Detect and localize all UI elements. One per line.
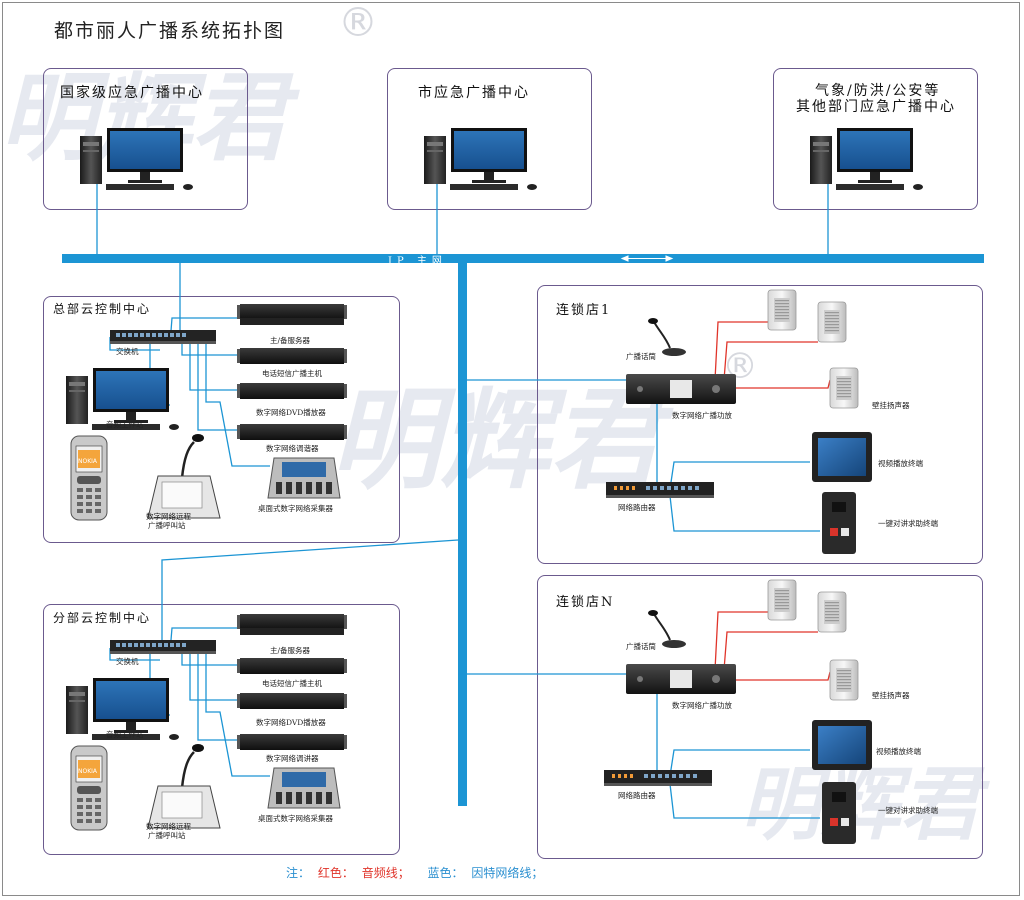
hq-paging-console-icon (146, 432, 222, 520)
legend-note: 注： 红色： 音频线； 蓝色： 因特网络线； (286, 864, 547, 881)
branch-phone-brand: NOKIA (78, 768, 98, 775)
store1-amp-label: 数字网络广播功放 (672, 411, 732, 420)
store1-speaker-label: 壁挂扬声器 (872, 401, 910, 410)
hq-tuner-icon (237, 424, 347, 440)
legend-red-label: 红色： (317, 866, 354, 880)
watermark: 明辉君 (740, 757, 980, 851)
branch-paging-label-2: 广播呼叫站 (148, 831, 186, 840)
hq-control-title: 总部云控制中心 (53, 302, 152, 316)
store1-router-label: 网络路由器 (618, 503, 656, 512)
store1-speaker-icon (829, 367, 859, 409)
storeN-video-icon (812, 720, 872, 770)
hq-phone-icon (70, 435, 108, 521)
storeN-router-icon (604, 770, 712, 786)
national-center-label: 国家级应急广播中心 (60, 85, 204, 101)
hq-phone-host-icon (237, 348, 347, 364)
storeN-box (537, 575, 983, 859)
storeN-speaker-icon (817, 591, 847, 633)
branch-workstation-label: 音频工作站 (106, 730, 144, 739)
hq-dvd-icon (237, 383, 347, 399)
branch-phone-host-label: 电话短信广播主机 (262, 679, 322, 688)
hq-paging-label-1: 数字网络远程 (146, 512, 191, 521)
hq-collector-label: 桌面式数字网络采集器 (258, 504, 333, 513)
branch-phone-icon (70, 745, 108, 831)
store1-speaker-icon (817, 301, 847, 343)
branch-switch-label: 交换机 (116, 657, 139, 666)
storeN-intercom-icon (822, 782, 856, 844)
national-pc-icon (80, 128, 193, 190)
branch-switch-icon (110, 640, 216, 654)
branch-collector-icon (267, 767, 341, 809)
other-center-box (773, 68, 978, 210)
branch-dvd-icon (237, 693, 347, 709)
branch-paging-label-1: 数字网络远程 (146, 822, 191, 831)
city-center-box (387, 68, 592, 210)
storeN-video-label: 视频播放终端 (876, 747, 921, 756)
ip-backbone (62, 254, 984, 263)
branch-control-box (43, 604, 400, 855)
branch-server-icon (237, 614, 347, 630)
hq-dvd-label: 数字网络DVD播放器 (256, 408, 326, 417)
legend-red-desc: 音频线； (361, 866, 410, 880)
other-center-label-1: 气象/防洪/公安等 (815, 83, 941, 99)
branch-dvd-label: 数字网络DVD播放器 (256, 718, 326, 727)
hq-server-icon (237, 304, 347, 320)
national-center-box (43, 68, 248, 210)
storeN-router-label: 网络路由器 (618, 791, 656, 800)
store1-intercom-label: 一键对讲求助终端 (878, 519, 938, 528)
hq-control-box (43, 296, 400, 543)
legend-blue-label: 蓝色： (427, 866, 464, 880)
branch-server-label: 主/备服务器 (270, 646, 311, 655)
hq-phone-brand: NOKIA (78, 458, 98, 465)
storeN-intercom-label: 一键对讲求助终端 (878, 806, 938, 815)
hq-paging-label-2: 广播呼叫站 (148, 521, 186, 530)
legend-blue-desc: 因特网络线； (471, 866, 544, 880)
hq-switch-label: 交换机 (116, 347, 139, 356)
hq-phone-host-label: 电话短信广播主机 (262, 369, 322, 378)
store1-box (537, 285, 983, 564)
hq-tuner-label: 数字网络调谐器 (266, 444, 319, 453)
store1-router-icon (606, 482, 714, 498)
store1-amp-icon (626, 374, 736, 404)
other-pc-icon (810, 128, 923, 190)
storeN-speaker-label: 壁挂扬声器 (872, 691, 910, 700)
hq-collector-icon (267, 457, 341, 499)
other-center-label-2: 其他部门应急广播中心 (796, 99, 956, 115)
branch-tuner-label: 数字网络调讲器 (266, 754, 319, 763)
watermark: 明辉君 (330, 375, 660, 504)
hq-switch-icon (110, 330, 216, 344)
branch-control-title: 分部云控制中心 (53, 611, 152, 625)
hq-server-label: 主/备服务器 (270, 336, 311, 345)
hq-workstation-label: 音频工作站 (106, 420, 144, 429)
storeN-mic-label: 广播话筒 (626, 642, 656, 651)
storeN-amp-icon (626, 664, 736, 694)
store1-mic-label: 广播话筒 (626, 352, 656, 361)
registered-mark: ® (338, 0, 378, 46)
storeN-amp-label: 数字网络广播功放 (672, 701, 732, 710)
branch-tuner-icon (237, 734, 347, 750)
city-pc-icon (424, 128, 537, 190)
store1-video-icon (812, 432, 872, 482)
store1-video-label: 视频播放终端 (878, 459, 923, 468)
store1-speaker-icon (767, 289, 797, 331)
storeN-speaker-icon (829, 659, 859, 701)
diagram-title: 都市丽人广播系统拓扑图 (54, 20, 286, 42)
store1-title: 连锁店1 (556, 303, 612, 318)
store1-intercom-icon (822, 492, 856, 554)
branch-paging-console-icon (146, 742, 222, 830)
branch-phone-host-icon (237, 658, 347, 674)
bidirectional-arrow-icon (620, 255, 674, 262)
storeN-speaker-icon (767, 579, 797, 621)
city-center-label: 市应急广播中心 (418, 85, 530, 101)
branch-collector-label: 桌面式数字网络采集器 (258, 814, 333, 823)
legend-prefix: 注： (286, 866, 311, 880)
trunk-lines (458, 256, 467, 806)
network-lines (96, 178, 829, 819)
backbone-label: IP 主网 (388, 256, 447, 267)
storeN-title: 连锁店N (556, 595, 615, 610)
